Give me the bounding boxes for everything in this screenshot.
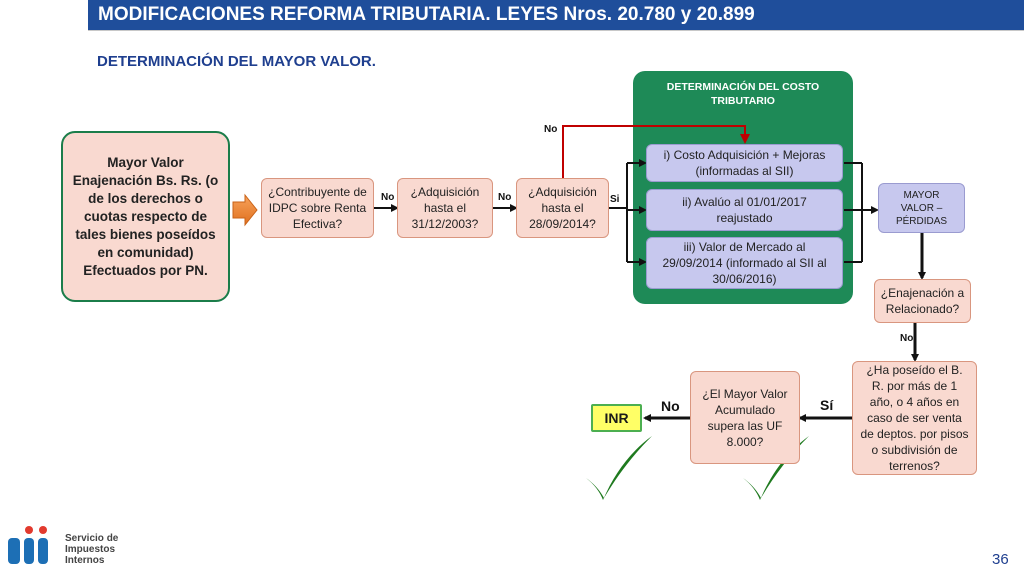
header-rule bbox=[88, 30, 1024, 31]
label-no-big: No bbox=[661, 398, 680, 414]
result-box: MAYOR VALOR – PÉRDIDAS bbox=[878, 183, 965, 233]
checkmark-icon bbox=[586, 436, 652, 500]
question-related-box: ¿Enajenación a Relacionado? bbox=[874, 279, 971, 323]
question-2003-box: ¿Adquisición hasta el 31/12/2003? bbox=[397, 178, 493, 238]
label-no: No bbox=[498, 192, 512, 203]
question-idpc-box: ¿Contribuyente de IDPC sobre Renta Efect… bbox=[261, 178, 374, 238]
label-no: No bbox=[381, 192, 395, 203]
main-concept-box: Mayor Valor Enajenación Bs. Rs. (o de lo… bbox=[61, 131, 230, 302]
label-si-big: Sí bbox=[820, 397, 834, 413]
page-number: 36 bbox=[992, 551, 1009, 568]
option-market-value-box: iii) Valor de Mercado al 29/09/2014 (inf… bbox=[646, 237, 843, 289]
option-avaluo-box: ii) Avalúo al 01/01/2017 reajustado bbox=[646, 189, 843, 231]
slide-subtitle: DETERMINACIÓN DEL MAYOR VALOR. bbox=[97, 53, 376, 70]
question-2014-box: ¿Adquisición hasta el 28/09/2014? bbox=[516, 178, 609, 238]
inr-box: INR bbox=[591, 404, 642, 432]
logo-text: Servicio de Impuestos Internos bbox=[65, 533, 118, 566]
logo-line-1: Servicio de bbox=[65, 533, 119, 544]
label-si: Si bbox=[610, 194, 620, 205]
orange-arrow-icon bbox=[232, 193, 258, 227]
question-holding-period-box: ¿Ha poseído el B. R. por más de 1 año, o… bbox=[852, 361, 977, 475]
logo-line-3: Internos bbox=[65, 555, 105, 566]
slide-title: MODIFICACIONES REFORMA TRIBUTARIA. LEYES… bbox=[98, 4, 755, 25]
title-bar bbox=[88, 0, 1024, 30]
option-cost-box: i) Costo Adquisición + Mejoras (informad… bbox=[646, 144, 843, 182]
logo-line-2: Impuestos bbox=[65, 544, 116, 555]
label-no-top: No bbox=[544, 124, 558, 135]
sii-logo-icon bbox=[8, 526, 48, 564]
question-threshold-box: ¿El Mayor Valor Acumulado supera las UF … bbox=[690, 371, 800, 464]
label-no-related: No bbox=[900, 333, 914, 344]
cost-panel-heading: DETERMINACIÓN DEL COSTO TRIBUTARIO bbox=[666, 81, 820, 107]
